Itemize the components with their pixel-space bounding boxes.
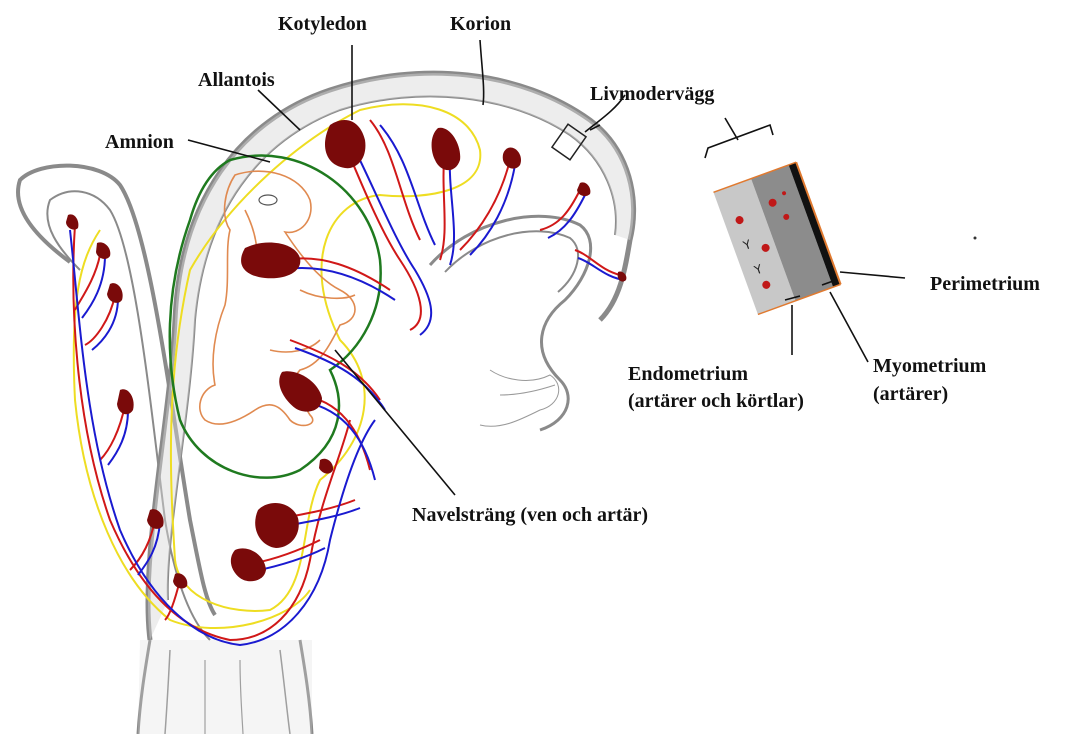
cotyledon-2 xyxy=(432,128,461,170)
label-livmodervagg: Livmodervägg xyxy=(590,83,714,105)
label-navelstrang: Navelsträng (ven och artär) xyxy=(412,504,648,526)
cotyledon-3 xyxy=(503,147,521,168)
cotyledon-left-4 xyxy=(117,389,134,414)
cotyledon-left-3 xyxy=(107,283,123,303)
sketch-lines xyxy=(480,370,559,426)
cotyledon-bottom-large xyxy=(255,503,299,548)
cotyledon-right-small xyxy=(319,459,333,474)
label-endometrium-sub: (artärer och körtlar) xyxy=(628,390,804,412)
cotyledon-left-2 xyxy=(96,242,110,259)
cotyledon-top xyxy=(325,120,365,168)
stray-dot xyxy=(974,237,977,240)
allantois-membrane xyxy=(74,104,481,628)
cotyledon-bottom xyxy=(231,548,266,581)
label-myometrium-sub: (artärer) xyxy=(873,383,948,405)
cotyledon-mid xyxy=(279,371,322,411)
cotyledon-left-1 xyxy=(66,214,78,229)
label-perimetrium: Perimetrium xyxy=(930,273,1040,295)
cotyledon-left-6 xyxy=(173,573,187,588)
label-korion: Korion xyxy=(450,13,511,35)
label-allantois: Allantois xyxy=(198,69,275,91)
label-amnion: Amnion xyxy=(105,131,174,153)
label-myometrium: Myometrium xyxy=(873,355,987,377)
label-kotyledon: Kotyledon xyxy=(278,13,367,35)
wall-cross-section: Y Y xyxy=(713,162,840,314)
label-endometrium: Endometrium xyxy=(628,363,748,385)
cotyledon-fetal-head xyxy=(241,243,300,279)
